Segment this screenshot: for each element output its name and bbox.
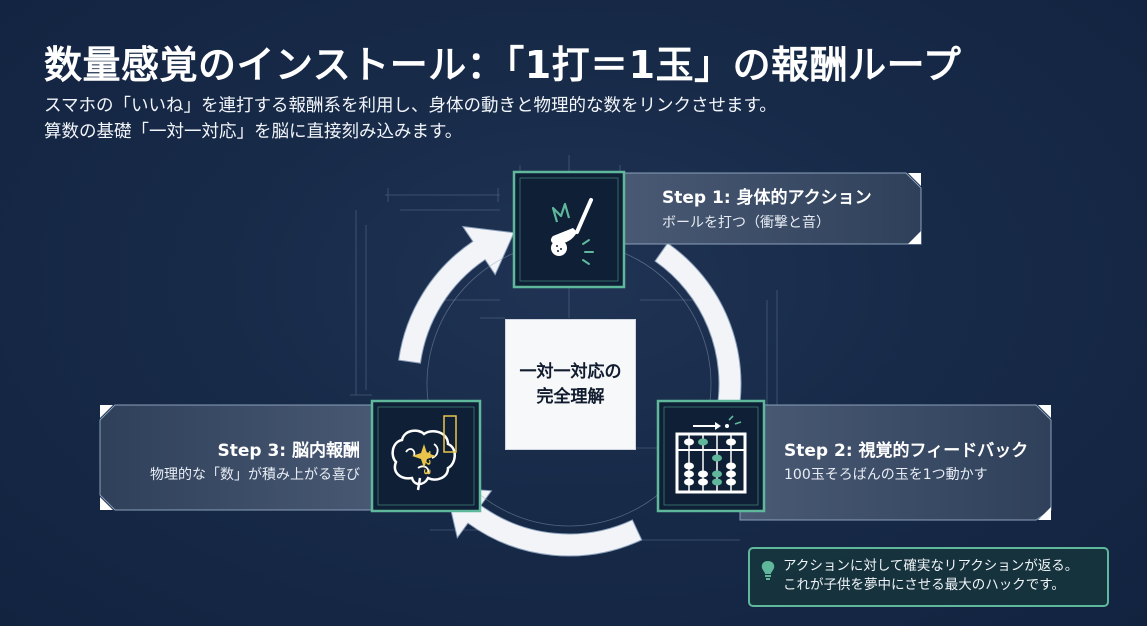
- center-line-1: 一対一対応の: [519, 361, 622, 382]
- step-1-description: ボールを打つ（衝撃と音）: [662, 215, 830, 231]
- step-2-description: 100玉そろばんの玉を1つ動かす: [784, 467, 988, 483]
- page-title: 数量感覚のインストール：「1打＝1玉」の報酬ループ: [44, 43, 962, 87]
- step-1-title: Step 1: 身体的アクション: [662, 188, 872, 208]
- step-2-title: Step 2: 視覚的フィードバック: [784, 441, 1029, 461]
- step-3-description: 物理的な「数」が積み上がる喜び: [150, 467, 360, 483]
- brain-count-badge: 1 2 3: [421, 450, 431, 475]
- step-2-panel: [739, 404, 1052, 521]
- lightbulb-icon: [761, 561, 775, 580]
- subtitle-line-1: スマホの「いいね」を連打する報酬系を利用し、身体の動きと物理的な数をリンクさせま…: [44, 96, 777, 116]
- subtitle: スマホの「いいね」を連打する報酬系を利用し、身体の動きと物理的な数をリンクさせま…: [44, 93, 777, 145]
- callout-line-1: アクションに対して確実なリアクションが返る。: [783, 558, 1079, 574]
- center-line-2: 完全理解: [536, 386, 605, 407]
- golf-club-icon: [550, 198, 594, 265]
- insight-callout: アクションに対して確実なリアクションが返る。 これが子供を夢中にさせる最大のハッ…: [748, 547, 1109, 607]
- step-3-title: Step 3: 脳内報酬: [217, 441, 360, 461]
- brain-icon: [391, 415, 457, 491]
- center-concept-box: 一対一対応の 完全理解: [505, 319, 636, 450]
- subtitle-line-2: 算数の基礎「一対一対応」を脳に直接刻み込みます。: [44, 122, 463, 142]
- step-2-icon-box: [656, 399, 766, 513]
- arrow-step3-to-step1: [398, 225, 515, 364]
- callout-line-2: これが子供を夢中にさせる最大のハックです。: [783, 577, 1065, 593]
- step-1-icon-box: [512, 170, 626, 289]
- abacus-icon: [675, 415, 747, 494]
- blueprint-lines: [350, 155, 778, 541]
